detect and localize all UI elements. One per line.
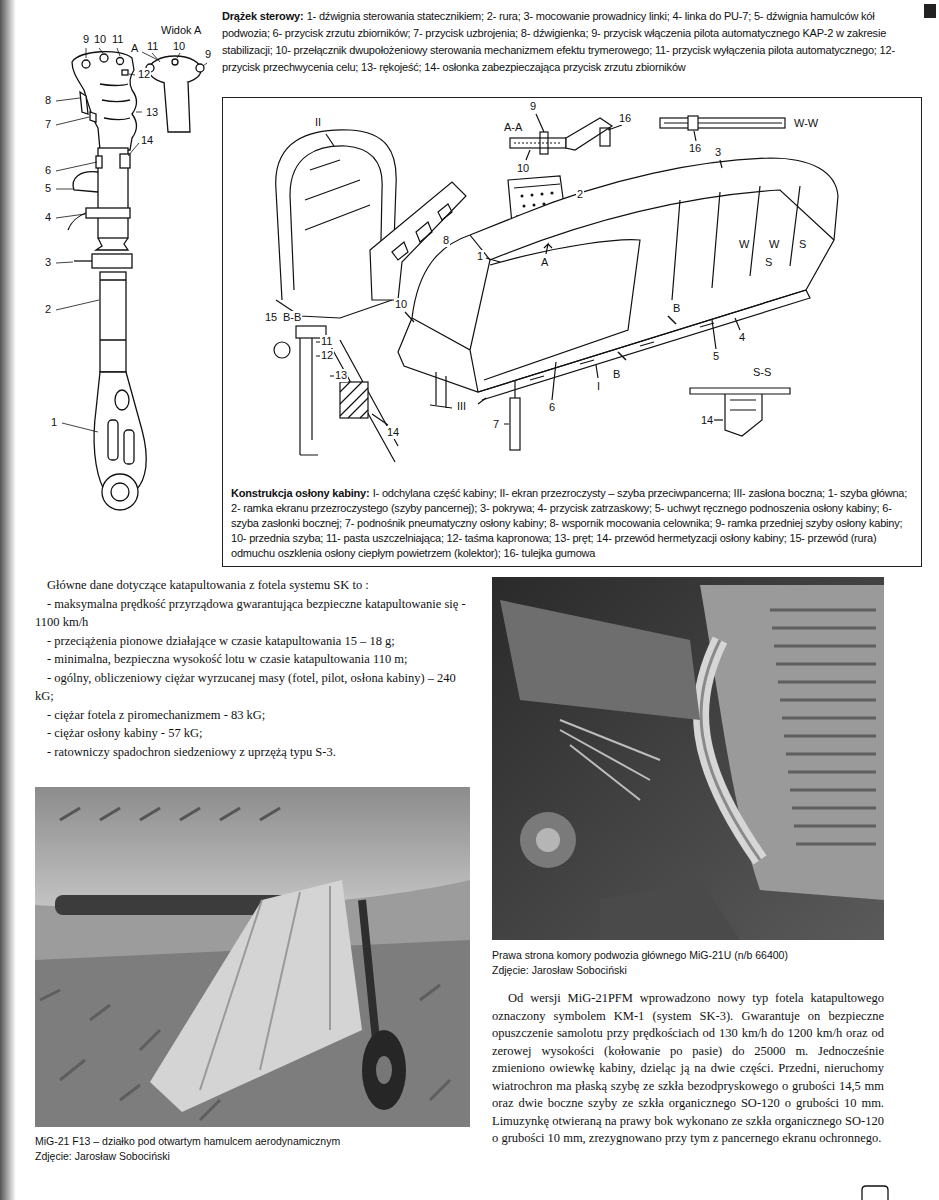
leader-lines <box>56 48 207 432</box>
page-number-tab <box>862 1186 888 1200</box>
photo-caption-block: Prawa strona komory podwozia głównego Mi… <box>492 948 884 978</box>
callout-number: 9 <box>529 100 537 113</box>
callout-number: 8 <box>442 234 450 247</box>
body-text-block: Główne dane dotyczące katapultowania z f… <box>35 576 470 761</box>
canopy-drawing <box>274 114 838 462</box>
legend-text-block: Drążek sterowy:1- dźwignia sterowania st… <box>222 8 922 76</box>
callout-number: 2 <box>44 303 52 316</box>
body-text: Od wersji MiG-21PFM wprowadzono nowy typ… <box>492 990 884 1148</box>
callout-number: 9 <box>82 33 90 46</box>
body-text: Główne dane dotyczące katapultowania z f… <box>35 576 470 595</box>
callout-number: A-A <box>503 121 523 134</box>
photo-caption-block: MiG-21 F13 – działko pod otwartym hamulc… <box>35 1134 470 1164</box>
callout-number: 10 <box>394 298 408 311</box>
callout-number: B <box>672 302 681 315</box>
callout-number: S <box>764 256 773 269</box>
photo-caption: MiG-21 F13 – działko pod otwartym hamulc… <box>35 1134 470 1149</box>
control-stick-drawing <box>68 52 204 510</box>
body-text-block: Od wersji MiG-21PFM wprowadzono nowy typ… <box>492 990 884 1148</box>
callout-number: 14 <box>386 426 400 439</box>
body-text: - ciężar osłony kabiny - 57 kG; <box>35 724 470 743</box>
callout-number: 13 <box>334 369 348 382</box>
callout-number: 1 <box>476 250 484 263</box>
legend-text: 1- dźwignia sterowania statecznikiem; 2-… <box>222 10 895 73</box>
callout-number: 2 <box>576 188 584 201</box>
photo-airbrake <box>35 787 470 1127</box>
callout-number: 16 <box>688 142 702 155</box>
caption-heading: Konstrukcja osłony kabiny: <box>231 487 369 499</box>
callout-number: III <box>456 400 467 413</box>
callout-number: 11 <box>146 40 159 53</box>
callout-number: 4 <box>44 211 52 224</box>
legend-text: Drążek sterowy: <box>222 10 303 22</box>
callout-number: 10 <box>516 162 530 175</box>
figure-frame: Konstrukcja osłony kabiny:I- odchylana c… <box>222 97 922 567</box>
callout-number: 10 <box>172 40 186 53</box>
callout-number: 3 <box>714 146 722 159</box>
body-text: - maksymalna prędkość przyrządowa gwaran… <box>35 595 470 632</box>
callout-number: A <box>540 256 549 269</box>
callout-number: W <box>738 238 750 251</box>
callout-number: S-S <box>752 366 772 379</box>
callout-number: B-B <box>282 311 302 324</box>
callout-number: W <box>768 238 780 251</box>
callout-number: 12 <box>320 349 334 362</box>
figure-caption: Konstrukcja osłony kabiny:I- odchylana c… <box>231 486 913 561</box>
callout-number: S <box>798 238 807 251</box>
callout-number: 7 <box>492 418 500 431</box>
photo-caption: Zdjęcie: Jarosław Sobociński <box>35 1149 470 1164</box>
callout-number: 9 <box>204 48 212 61</box>
callout-number: 8 <box>44 94 52 107</box>
callout-number: 3 <box>44 256 52 269</box>
callout-number: 15 <box>264 311 278 324</box>
callout-number: 1 <box>50 416 58 429</box>
callout-number: 4 <box>738 331 746 344</box>
callout-number: 5 <box>712 350 720 363</box>
photo-caption: Zdjęcie: Jarosław Sobociński <box>492 963 884 978</box>
callout-number: 12 <box>137 68 151 81</box>
body-text: - ogólny, obliczeniowy ciężar wyrzucanej… <box>35 669 470 706</box>
callout-number: 6 <box>44 164 52 177</box>
photo-gear-bay <box>492 577 884 940</box>
callout-number: 11 <box>320 335 333 348</box>
body-text: - ratowniczy spadochron siedzeniowy z up… <box>35 743 470 762</box>
callout-number: 6 <box>548 401 556 414</box>
callout-number: 14 <box>700 414 714 427</box>
callout-number: 7 <box>44 118 52 131</box>
callout-number: 11 <box>111 33 124 46</box>
callout-number: 14 <box>140 134 154 147</box>
callout-number: II <box>314 116 322 129</box>
photo-caption: Prawa strona komory podwozia głównego Mi… <box>492 948 884 963</box>
callout-number: A <box>130 42 139 55</box>
callout-number: W-W <box>793 117 819 130</box>
body-text: - ciężar fotela z piromechanizmem - 83 k… <box>35 706 470 725</box>
callout-number: I <box>596 380 601 393</box>
callout-number: 16 <box>618 112 632 125</box>
callout-number: 10 <box>93 33 107 46</box>
callout-number: 5 <box>44 182 52 195</box>
body-text: - przeciążenia pionowe działające w czas… <box>35 632 470 651</box>
callout-number: 13 <box>145 106 159 119</box>
callout-number: B <box>612 368 621 381</box>
callout-number: Widok A <box>160 24 202 37</box>
body-text: - minimalna, bezpieczna wysokość lotu w … <box>35 650 470 669</box>
